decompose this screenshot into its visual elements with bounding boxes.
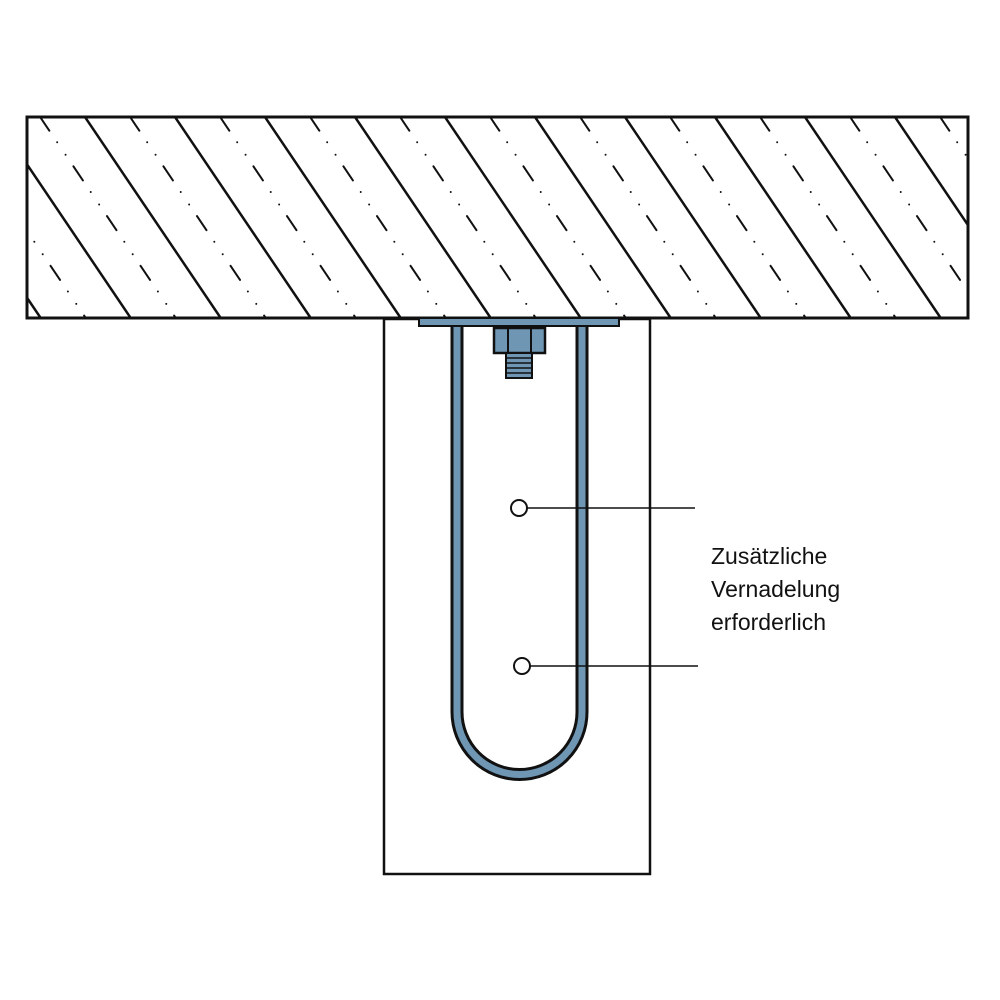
hatch-line bbox=[533, 117, 672, 318]
hatch-dashdot-line bbox=[578, 117, 717, 318]
hatch-dashdot-line bbox=[398, 117, 537, 318]
annotation-line-2: Vernadelung bbox=[711, 576, 841, 602]
hatch-line bbox=[263, 117, 402, 318]
hatch-line bbox=[893, 117, 968, 228]
hatch-dashdot-line bbox=[128, 117, 267, 318]
concrete-slab bbox=[0, 105, 1000, 335]
hatch-dashdot-line bbox=[308, 117, 447, 318]
hatch-dashdot-line bbox=[38, 117, 177, 318]
hatch-dashdot-line bbox=[0, 105, 7, 335]
hatch-dashdot-line bbox=[758, 117, 897, 318]
hatch-dashdot-line bbox=[848, 117, 968, 294]
hatch-line bbox=[27, 162, 132, 318]
u-strap-hanger bbox=[418, 317, 620, 781]
hatch-line bbox=[713, 117, 852, 318]
timber-beam bbox=[382, 317, 652, 876]
hatch-line bbox=[985, 117, 1000, 318]
hatch-line bbox=[83, 117, 222, 318]
annotation-line-1: Zusätzliche bbox=[711, 543, 828, 569]
hatch-dashdot-line bbox=[488, 117, 627, 318]
bolt-nut bbox=[492, 326, 547, 379]
hatch-line bbox=[443, 117, 582, 318]
hatch-dashdot-line bbox=[668, 117, 807, 318]
hatch-line bbox=[803, 117, 942, 318]
hatch-line bbox=[623, 117, 762, 318]
nail-lower bbox=[513, 657, 698, 675]
nail-upper bbox=[510, 499, 695, 517]
hatch-dashdot-line bbox=[218, 117, 357, 318]
hatch-line bbox=[353, 117, 492, 318]
hatch-line bbox=[173, 117, 312, 318]
annotation-line-3: erforderlich bbox=[711, 609, 827, 635]
